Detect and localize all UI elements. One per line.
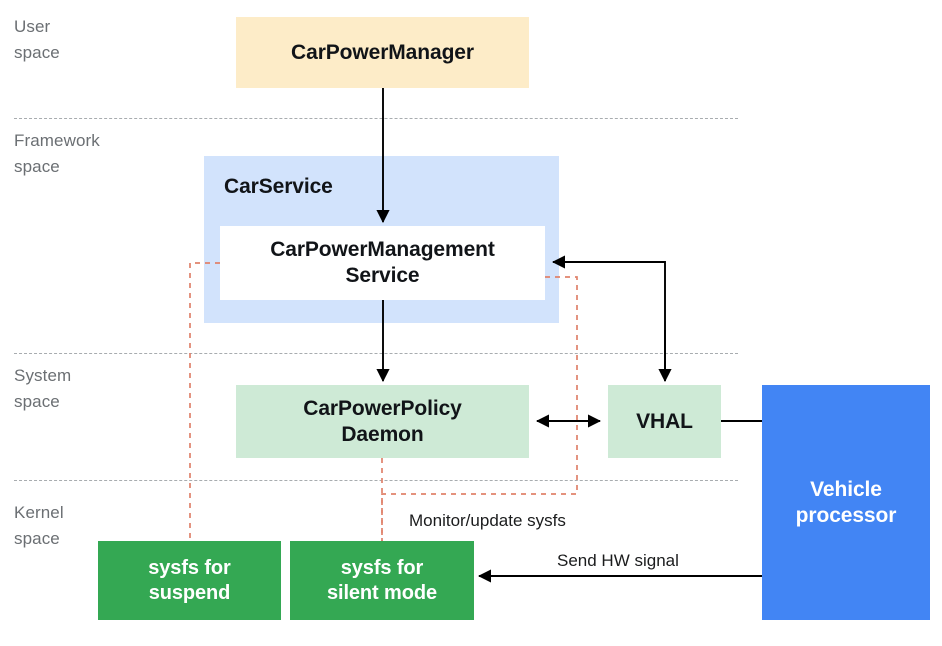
band-separator-framework-system (14, 353, 738, 354)
node-vhal[interactable]: VHAL (608, 385, 721, 458)
band-separator-user-framework (14, 118, 738, 119)
band-label-system-space: System space (14, 366, 72, 411)
node-sysfs-suspend[interactable]: sysfs for suspend (98, 541, 281, 620)
node-car-service-label: CarService (224, 175, 333, 198)
node-sysfs-silent-mode[interactable]: sysfs for silent mode (290, 541, 474, 620)
band-label-kernel-space: Kernel space (14, 503, 64, 548)
node-car-power-policy-daemon[interactable]: CarPowerPolicy Daemon (236, 385, 529, 458)
band-label-user-space: User space (14, 17, 60, 62)
edge-vhal-to-cpms (551, 255, 666, 381)
node-car-power-management-service[interactable]: CarPowerManagement Service (220, 226, 545, 300)
band-label-framework-space: Framework space (14, 131, 100, 176)
node-car-power-manager[interactable]: CarPowerManager (236, 17, 529, 88)
edge-label-send-hw-signal: Send HW signal (557, 551, 679, 570)
band-separator-system-kernel (14, 480, 738, 481)
edge-label-monitor-update-sysfs: Monitor/update sysfs (409, 511, 566, 530)
node-vehicle-processor[interactable]: Vehicle processor (762, 385, 930, 620)
